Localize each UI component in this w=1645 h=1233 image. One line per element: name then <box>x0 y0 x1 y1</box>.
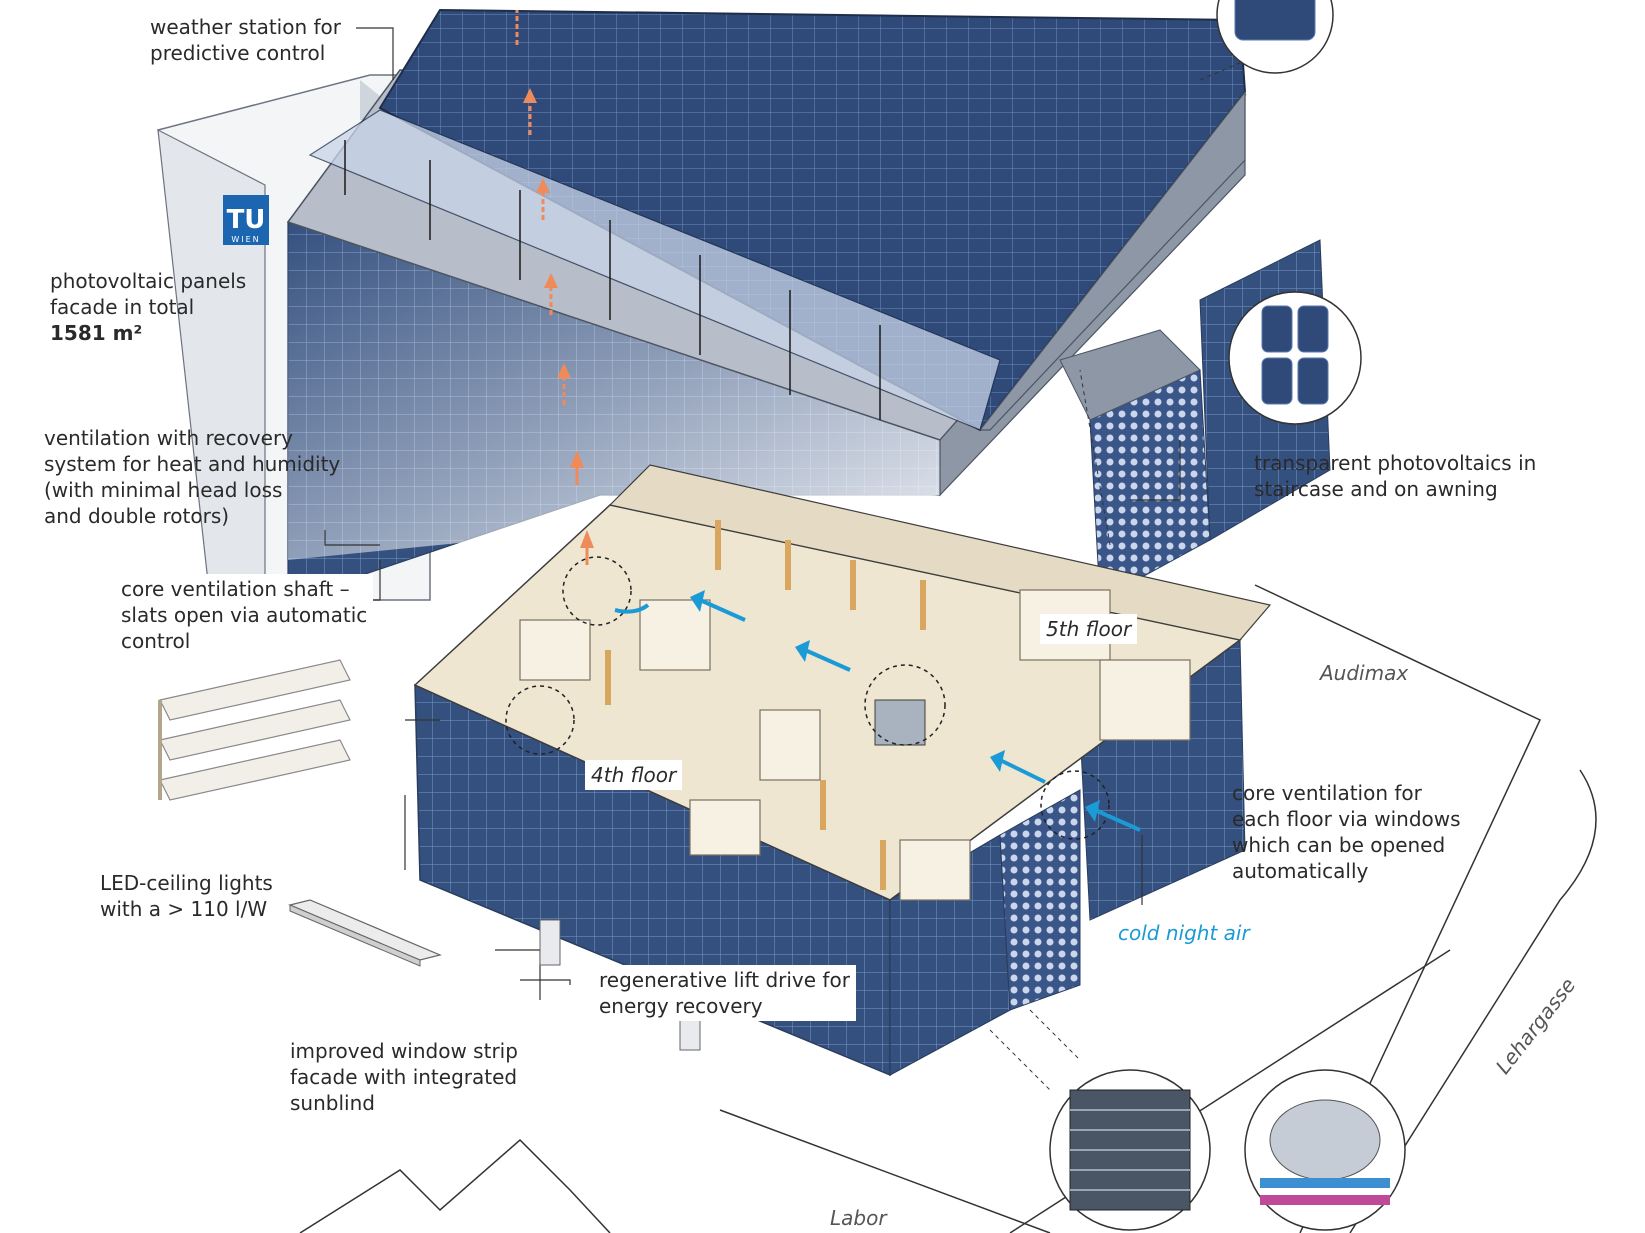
ventilation-line-4: and double rotors) <box>44 504 230 528</box>
window-strip-label: improved window strip facade with integr… <box>290 1038 518 1116</box>
core-shaft-line-1: core ventilation shaft – <box>121 577 350 601</box>
battery-detail <box>1049 1069 1211 1231</box>
pv-area-value: 1581 m² <box>50 321 143 345</box>
heat-pump-detail <box>1244 1069 1406 1231</box>
core-shaft-label: core ventilation shaft – slats open via … <box>115 574 374 656</box>
top-cell-detail <box>1216 0 1334 74</box>
logo-sub: WIEN <box>231 235 260 244</box>
audimax-label: Audimax <box>1320 661 1409 685</box>
core-shaft-line-2: slats open via automatic <box>121 603 368 627</box>
ventilation-line-1: ventilation with recovery <box>44 426 294 450</box>
window-strip-line-3: sunblind <box>290 1091 375 1115</box>
tu-wien-logo: TU WIEN <box>223 195 269 245</box>
ventilation-label: ventilation with recovery system for hea… <box>44 425 340 529</box>
core-floor-ventilation-label: core ventilation for each floor via wind… <box>1232 780 1461 884</box>
logo-main: TU <box>227 205 266 235</box>
weather-station-line-2: predictive control <box>150 41 326 65</box>
ventilation-line-3: (with minimal head loss <box>44 478 283 502</box>
led-line-1: LED-ceiling lights <box>100 871 273 895</box>
detail-circles <box>505 556 1110 840</box>
weather-station-line-1: weather station for <box>150 15 342 39</box>
pv-panels-line-2: facade in total <box>50 295 195 319</box>
heat-arrows <box>515 10 594 565</box>
louvre-illustration <box>158 659 351 801</box>
cold-night-air-label: cold night air <box>1118 921 1250 945</box>
core-floor-line-1: core ventilation for <box>1232 781 1422 805</box>
transparent-pv-line-1: transparent photovoltaics in <box>1254 451 1537 475</box>
solar-cell-detail <box>1228 291 1362 425</box>
ventilation-line-2: system for heat and humidity <box>44 452 341 476</box>
window-strip-line-2: facade with integrated <box>290 1065 518 1089</box>
transparent-pv-label: transparent photovoltaics in staircase a… <box>1254 450 1536 502</box>
core-shaft-line-3: control <box>121 629 191 653</box>
core-floor-line-4: automatically <box>1232 859 1369 883</box>
pv-roof <box>308 8 1247 432</box>
led-lamp-illustration <box>288 899 442 967</box>
cut-floors <box>413 464 1272 901</box>
detail-guides <box>989 49 1271 1091</box>
pv-panels-line-1: photovoltaic panels <box>50 269 247 293</box>
labor-label: Labor <box>830 1206 887 1230</box>
window-strip-line-1: improved window strip <box>290 1039 518 1063</box>
fourth-floor-label: 4th floor <box>585 760 683 790</box>
pv-panels-label: photovoltaic panels facade in total 1581… <box>50 268 246 346</box>
weather-station-label: weather station for predictive control <box>150 14 341 66</box>
air-arrows <box>614 590 1141 832</box>
site-outlines <box>299 584 1597 1233</box>
led-line-2: with a > 110 l/W <box>100 897 268 921</box>
lift-drive-label: regenerative lift drive for energy recov… <box>593 965 856 1021</box>
core-floor-line-2: each floor via windows <box>1232 807 1461 831</box>
transparent-pv-line-2: staircase and on awning <box>1254 477 1498 501</box>
lift-line-1: regenerative lift drive for <box>599 968 850 992</box>
fifth-floor-label: 5th floor <box>1040 614 1138 644</box>
led-label: LED-ceiling lights with a > 110 l/W <box>100 870 273 922</box>
lift-line-2: energy recovery <box>599 994 763 1018</box>
core-floor-line-3: which can be opened <box>1232 833 1446 857</box>
